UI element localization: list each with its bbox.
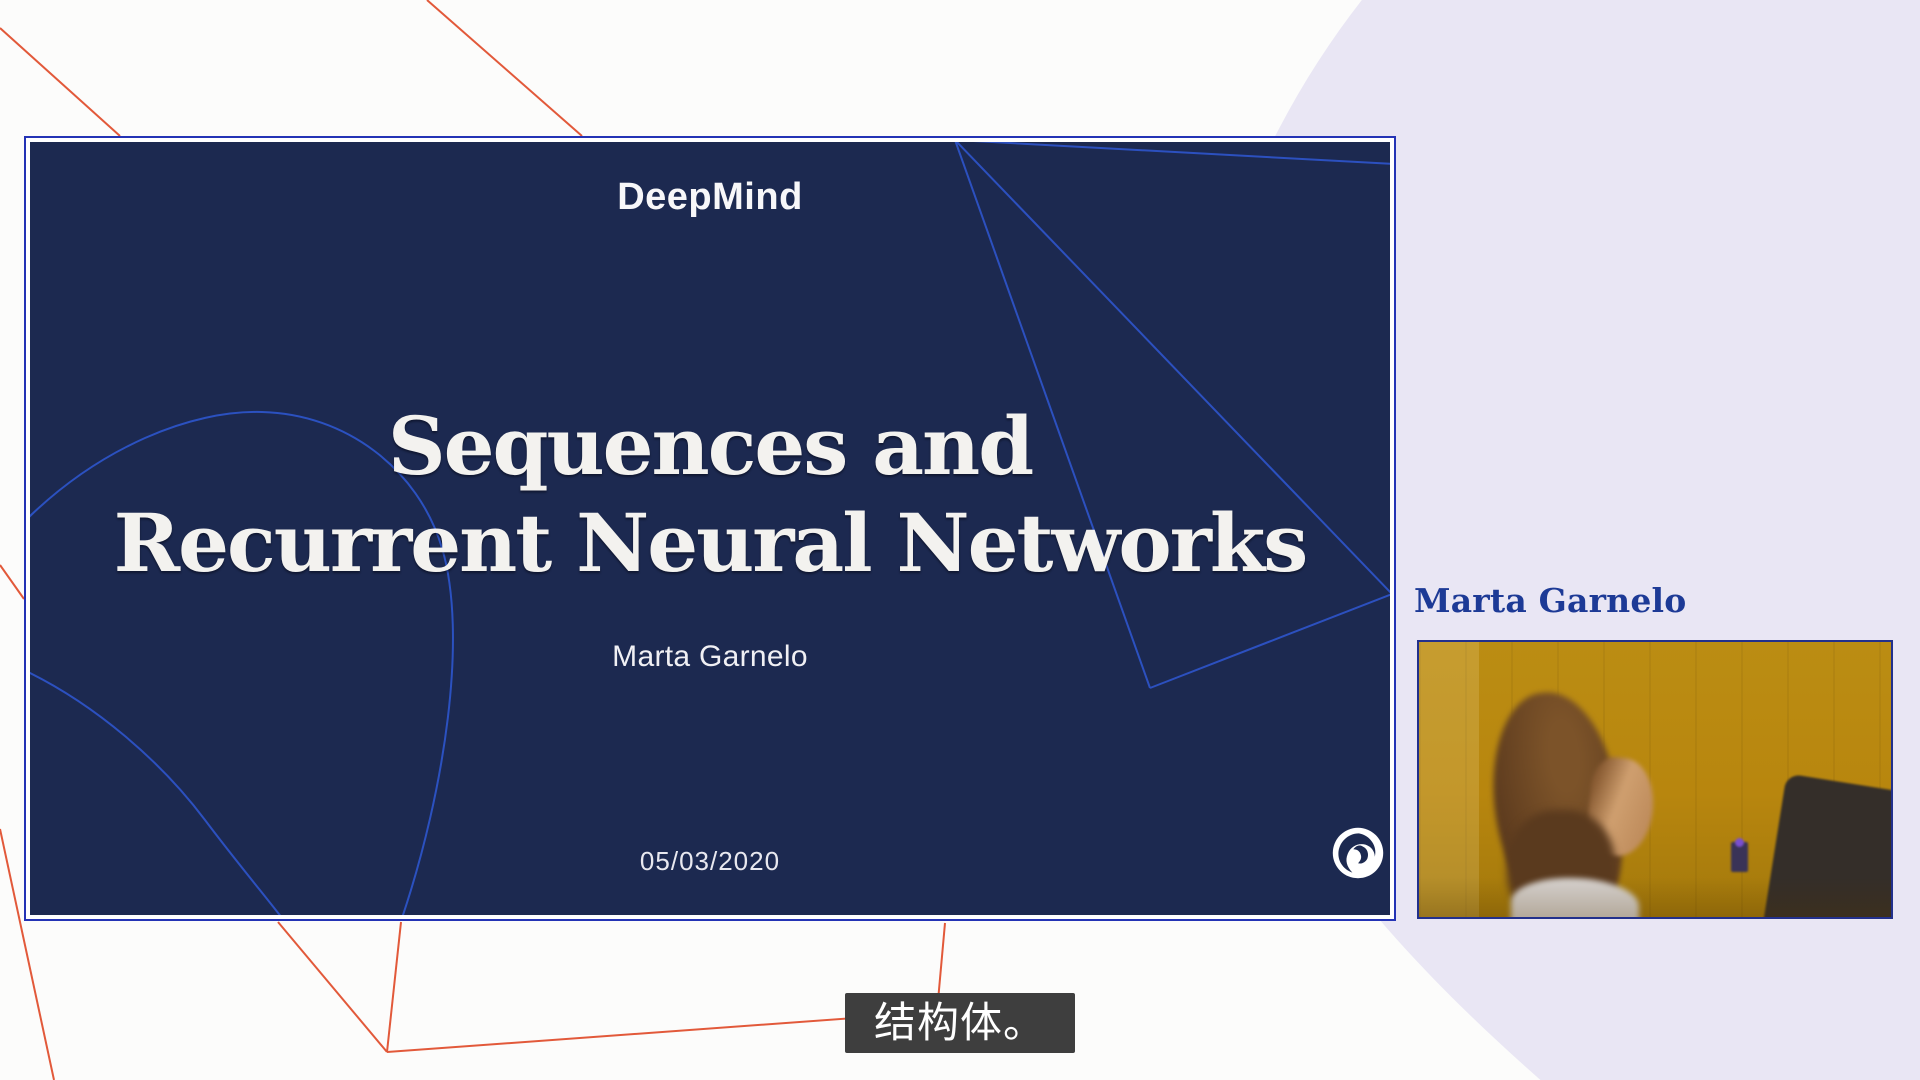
webcam-wall-fixture (1731, 842, 1748, 872)
slide-title-line1: Sequences and (387, 399, 1034, 493)
webcam-bottom-shade (1419, 877, 1891, 917)
subtitle-caption: 结构体。 (845, 993, 1075, 1053)
speaker-video-thumbnail[interactable] (1417, 640, 1893, 919)
deepmind-spiral-logo-icon (1332, 827, 1384, 879)
speaker-name-label: Marta Garnelo (1414, 581, 1687, 620)
slide: DeepMind Sequences and Recurrent Neural … (24, 136, 1396, 921)
webcam-fixture-light (1735, 838, 1744, 847)
webcam-light-band (1419, 642, 1479, 917)
slide-date: 05/03/2020 (639, 846, 781, 876)
slide-title: Sequences and Recurrent Neural Networks (30, 398, 1390, 592)
slide-decor-lines (30, 142, 1390, 915)
brand-wordmark: DeepMind (617, 176, 803, 218)
slide-author: Marta Garnelo (612, 640, 808, 673)
slide-canvas: DeepMind Sequences and Recurrent Neural … (30, 142, 1390, 915)
slide-title-line2: Recurrent Neural Networks (113, 496, 1309, 590)
